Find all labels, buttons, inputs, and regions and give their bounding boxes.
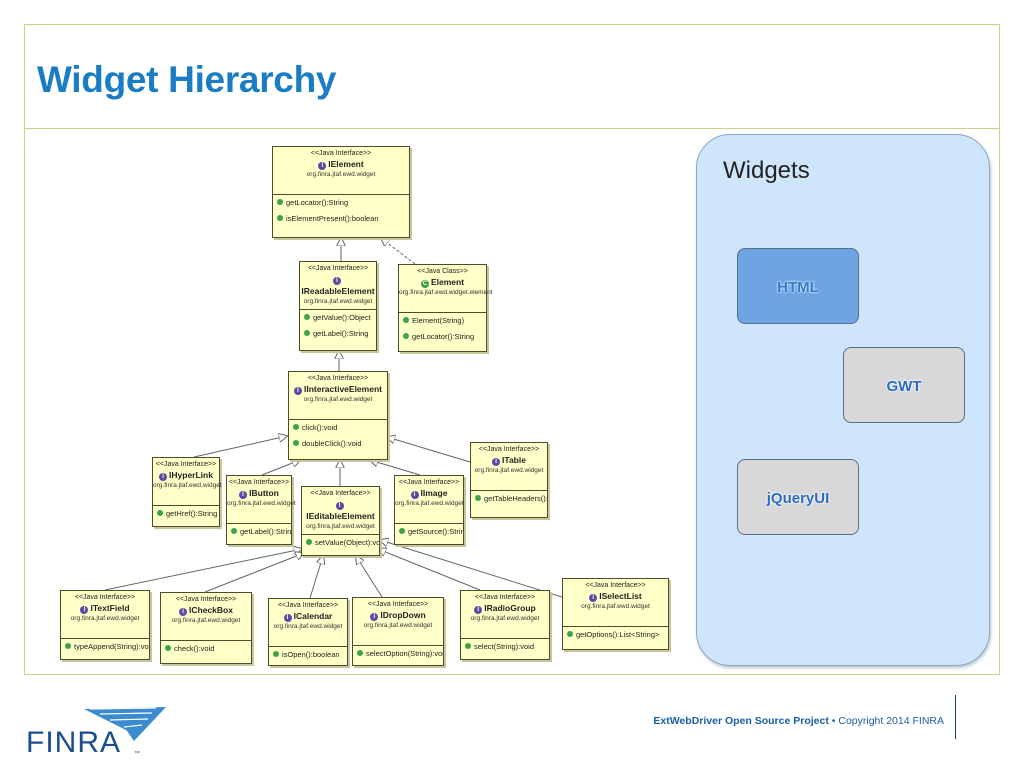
slide-title: Widget Hierarchy [37,59,337,100]
edge-ihyperlink-iinteractive [193,436,287,458]
jqueryui-widget-button[interactable]: jQueryUI [737,459,859,535]
public-method-icon [306,539,312,545]
interface-icon: I [410,491,419,499]
class-icon: C [420,280,429,288]
finra-logo-mark-icon: FINRA ™ [26,707,166,759]
interface-icon: I [283,614,292,622]
edge-element-ielement [381,238,416,265]
edge-icalendar-ieditable [309,556,323,599]
public-method-icon [277,215,283,221]
public-method-icon [293,440,299,446]
edge-itable-iinteractive [387,437,471,463]
slide-frame [24,24,1000,675]
edge-iselectlist-ieditable [380,540,563,598]
constructor-icon [403,317,409,323]
trademark-mark: ™ [134,750,140,757]
interface-icon: I [294,387,303,395]
interface-icon: I [589,594,598,602]
edge-iimage-iinteractive [370,460,421,476]
edge-itextfield-ieditable [104,549,302,591]
interface-icon: I [80,606,89,614]
public-method-icon [231,528,237,534]
widgets-panel: Widgets HTML GWT jQueryUI [696,134,990,666]
interface-icon: I [335,502,344,510]
public-method-icon [277,199,283,205]
finra-logo-text: FINRA [26,726,121,759]
public-method-icon [293,424,299,430]
public-method-icon [157,510,163,516]
public-method-icon [165,645,171,651]
interface-icon: I [474,606,483,614]
edge-ibutton-iinteractive [261,460,300,476]
interface-icon: I [179,608,188,616]
public-method-icon [65,643,71,649]
public-method-icon [357,650,363,656]
finra-logo: FINRA ™ [24,691,174,761]
title-bar: Widget Hierarchy [25,25,999,129]
public-method-icon [403,333,409,339]
interface-icon: I [492,458,501,466]
interface-icon: I [333,277,341,285]
interface-icon: I [159,473,168,481]
public-method-icon [567,631,573,637]
footer-divider [955,695,956,739]
public-method-icon [475,495,481,501]
gwt-widget-button[interactable]: GWT [843,347,965,423]
widgets-panel-title: Widgets [723,157,810,184]
footer-project: ExtWebDriver Open Source Project [653,715,829,727]
interface-icon: I [318,162,327,170]
public-method-icon [399,528,405,534]
interface-icon: I [239,491,248,499]
edge-icheckbox-ieditable [204,553,304,593]
public-method-icon [304,314,310,320]
edge-idropdown-ieditable [356,556,383,598]
public-method-icon [304,330,310,336]
footer-copyright: Copyright 2014 FINRA [838,715,944,727]
public-method-icon [273,651,279,657]
edge-iradiogroup-ieditable [378,549,481,591]
footer-text: ExtWebDriver Open Source Project • Copyr… [653,715,944,727]
slide-footer: FINRA ™ ExtWebDriver Open Source Project… [0,675,1024,768]
html-widget-button[interactable]: HTML [737,248,859,324]
footer-separator: • [831,715,836,727]
interface-icon: I [370,613,379,621]
public-method-icon [465,643,471,649]
